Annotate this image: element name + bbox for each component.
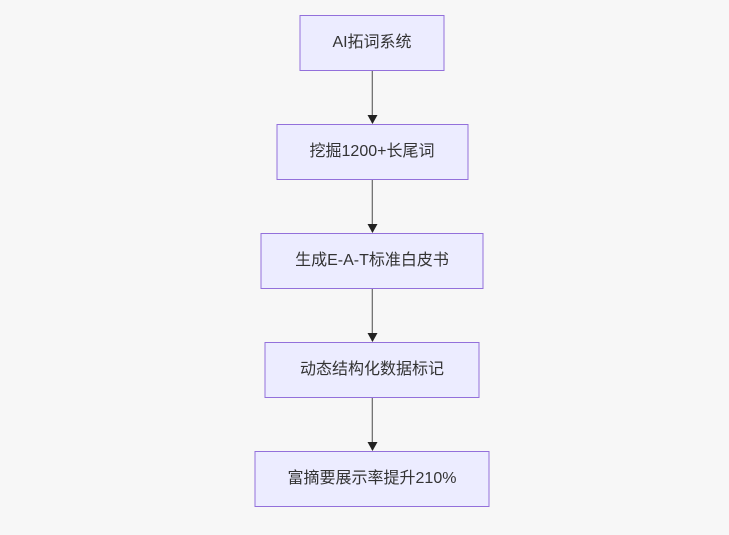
- flow-node-label: AI拓词系统: [332, 34, 412, 51]
- flow-node-label: 动态结构化数据标记: [299, 361, 444, 378]
- flow-node-rich-snippet-result: 富摘要展示率提升210%: [254, 451, 490, 507]
- flow-node-ai-word-system: AI拓词系统: [299, 15, 445, 71]
- arrow-line: [371, 180, 373, 232]
- arrow-line: [371, 289, 373, 341]
- flow-node-label: 富摘要展示率提升210%: [287, 470, 457, 487]
- flow-node-eat-whitepaper: 生成E-A-T标准白皮书: [260, 233, 484, 289]
- flow-node-label: 生成E-A-T标准白皮书: [295, 252, 449, 269]
- flow-arrow-1: [366, 71, 378, 124]
- arrow-head-icon: [367, 442, 377, 451]
- flow-node-label: 挖掘1200+长尾词: [309, 143, 435, 160]
- flow-node-longtail-mining: 挖掘1200+长尾词: [276, 124, 468, 180]
- arrow-line: [371, 398, 373, 450]
- arrow-head-icon: [367, 115, 377, 124]
- flow-arrow-4: [366, 398, 378, 451]
- flow-arrow-2: [366, 180, 378, 233]
- arrow-head-icon: [367, 224, 377, 233]
- flow-arrow-3: [366, 289, 378, 342]
- arrow-head-icon: [367, 333, 377, 342]
- flowchart: AI拓词系统 挖掘1200+长尾词 生成E-A-T标准白皮书 动态结构化数据标记…: [254, 15, 490, 507]
- flow-node-structured-data-markup: 动态结构化数据标记: [264, 342, 480, 398]
- arrow-line: [371, 71, 373, 123]
